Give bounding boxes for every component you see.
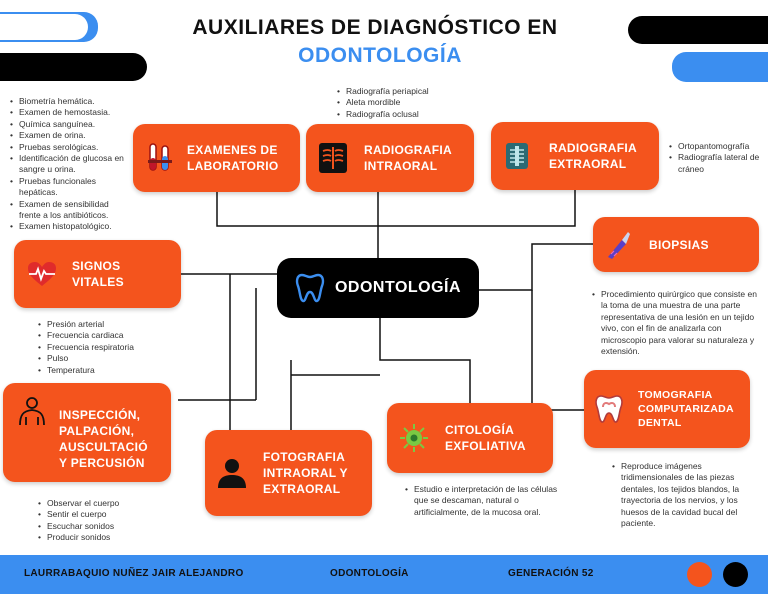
node-fotografia[interactable]: FOTOGRAFIA INTRAORAL Y EXTRAORAL — [205, 430, 372, 516]
list-extraoral: Ortopantomografía Radiografía lateral de… — [669, 141, 765, 175]
test-tubes-icon — [147, 142, 173, 174]
connector-biopsias — [479, 243, 593, 291]
list-item: Química sanguínea. — [10, 119, 128, 131]
footer-orange-dot — [687, 562, 712, 587]
node-extraoral-label: RADIOGRAFIA EXTRAORAL — [549, 141, 637, 171]
list-item: Examen de orina. — [10, 130, 128, 142]
node-extraoral[interactable]: RADIOGRAFIA EXTRAORAL — [491, 122, 659, 190]
list-item: Radiografía oclusal — [337, 109, 467, 121]
list-item: Estudio e interpretación de las células … — [405, 484, 565, 518]
list-item: Producir sonidos — [38, 532, 168, 544]
xray-chest-icon — [318, 142, 348, 174]
list-item: Examen de sensibilidad frente a los anti… — [10, 199, 128, 222]
decor-black-pill-right — [628, 16, 768, 44]
list-citologia: Estudio e interpretación de las células … — [405, 484, 565, 518]
title-line-1: AUXILIARES DE DIAGNÓSTICO EN — [192, 16, 558, 39]
list-item: Frecuencia respiratoria — [38, 342, 168, 354]
list-inspeccion: Observar el cuerpo Sentir el cuerpo Escu… — [38, 498, 168, 544]
person-icon — [215, 456, 249, 490]
list-biopsias: Procedimiento quirúrgico que consiste en… — [592, 289, 760, 357]
list-tomografia: Reproduce imágenes tridimensionales de l… — [612, 461, 762, 529]
decor-blue-pill-right — [672, 52, 768, 82]
list-item: Frecuencia cardiaca — [38, 330, 168, 342]
heart-pulse-icon — [26, 260, 58, 288]
xray-spine-icon — [505, 142, 529, 170]
footer-bar: LAURRABAQUIO NUÑEZ JAIR ALEJANDRO ODONTO… — [0, 555, 768, 594]
footer-subject: ODONTOLOGÍA — [330, 568, 409, 579]
list-signos: Presión arterial Frecuencia cardiaca Fre… — [38, 319, 168, 376]
node-signos-label: SIGNOS VITALES — [72, 259, 124, 289]
list-intraoral: Radiografía periapical Aleta mordible Ra… — [337, 86, 467, 121]
footer-black-dot — [723, 562, 748, 587]
node-citologia-label: CITOLOGÍA EXFOLIATIVA — [445, 423, 526, 453]
list-item: Radiografía lateral de cráneo — [669, 152, 765, 175]
list-item: Pruebas funcionales hepáticas. — [10, 176, 128, 199]
center-label: ODONTOLOGÍA — [334, 279, 462, 296]
node-biopsias[interactable]: BIOPSIAS — [593, 217, 759, 272]
list-item: Ortopantomografía — [669, 141, 765, 153]
node-tomografia[interactable]: TOMOGRAFIA COMPUTARIZADA DENTAL — [584, 370, 750, 448]
list-item: Pruebas serológicas. — [10, 142, 128, 154]
node-tomografia-label: TOMOGRAFIA COMPUTARIZADA DENTAL — [638, 389, 734, 429]
scalpel-icon — [605, 230, 631, 260]
list-item: Examen de hemostasia. — [10, 107, 128, 119]
tooth-icon — [295, 272, 325, 304]
node-laboratorio[interactable]: EXAMENES DE LABORATORIO — [133, 124, 300, 192]
list-item: Observar el cuerpo — [38, 498, 168, 510]
node-biopsias-label: BIOPSIAS — [649, 237, 709, 252]
list-item: Aleta mordible — [337, 97, 467, 109]
node-inspeccion-label: INSPECCIÓN, PALPACIÓN, AUSCULTACIÓ Y PER… — [59, 408, 148, 470]
list-item: Examen histopatológico. — [10, 221, 128, 233]
list-item: Identificación de glucosa en sangre u or… — [10, 153, 128, 176]
center-node[interactable]: ODONTOLOGÍA — [277, 258, 479, 318]
list-item: Radiografía periapical — [337, 86, 467, 98]
node-inspeccion[interactable]: INSPECCIÓN, PALPACIÓN, AUSCULTACIÓ Y PER… — [3, 383, 171, 482]
node-signos[interactable]: SIGNOS VITALES — [14, 240, 181, 308]
node-intraoral[interactable]: RADIOGRAFIA INTRAORAL — [306, 124, 474, 192]
list-item: Pulso — [38, 353, 168, 365]
connector-tomografia — [531, 290, 585, 411]
connector-laboratorio — [216, 190, 379, 258]
node-intraoral-label: RADIOGRAFIA INTRAORAL — [364, 143, 452, 173]
decor-black-pill-left — [0, 53, 147, 81]
list-item: Procedimiento quirúrgico que consiste en… — [592, 289, 760, 357]
list-item: Temperatura — [38, 365, 168, 377]
footer-author: LAURRABAQUIO NUÑEZ JAIR ALEJANDRO — [24, 568, 244, 579]
list-item: Reproduce imágenes tridimensionales de l… — [612, 461, 762, 529]
list-item: Presión arterial — [38, 319, 168, 331]
list-item: Biometría hemática. — [10, 96, 128, 108]
decor-white-pill-top-left — [0, 14, 88, 40]
footer-generation: GENERACIÓN 52 — [508, 568, 594, 579]
list-item: Sentir el cuerpo — [38, 509, 168, 521]
tooth-scan-icon — [594, 393, 624, 425]
node-laboratorio-label: EXAMENES DE LABORATORIO — [187, 143, 279, 173]
connector-citologia — [379, 318, 471, 405]
list-laboratorio: Biometría hemática. Examen de hemostasia… — [10, 96, 128, 233]
body-outline-icon — [15, 395, 49, 427]
node-fotografia-label: FOTOGRAFIA INTRAORAL Y EXTRAORAL — [263, 450, 348, 496]
cell-icon — [399, 423, 429, 453]
node-citologia[interactable]: CITOLOGÍA EXFOLIATIVA — [387, 403, 553, 473]
title-line-2: ODONTOLOGÍA — [298, 44, 462, 67]
list-item: Escuchar sonidos — [38, 521, 168, 533]
